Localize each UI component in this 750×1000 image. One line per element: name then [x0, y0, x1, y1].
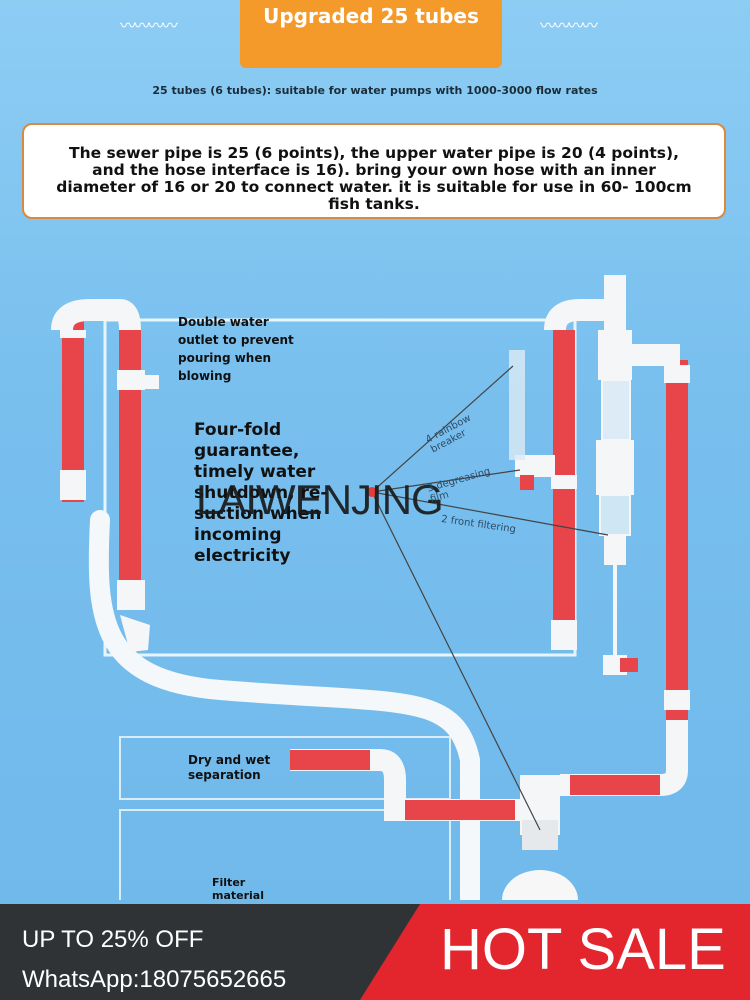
header-subtitle: 25 tubes (6 tubes): suitable for water p… [152, 84, 598, 97]
header-title: Upgraded 25 tubes [240, 0, 502, 68]
left-pipe-b [119, 330, 141, 610]
promo-footer-left [0, 904, 420, 1000]
wave-decoration-left: 〰〰〰〰 [120, 16, 178, 35]
callout-double-outlet: Double water outlet to prevent pouring w… [178, 315, 294, 383]
wave-decoration-right: 〰〰〰〰 [540, 16, 598, 35]
watermark: LAIWENJING [196, 476, 444, 523]
promo-footer: UP TO 25% OFF WhatsApp:18075652665 HOT S… [0, 904, 750, 1000]
filter-box-top [119, 736, 451, 800]
hose [88, 510, 480, 900]
hot-sale-badge: HOT SALE [440, 917, 726, 982]
leader-origin-dot [367, 487, 377, 497]
callout-guarantee: Four-fold guarantee, timely water shutdo… [194, 420, 328, 566]
product-diagram [51, 275, 690, 900]
filter-box-bottom [119, 809, 451, 900]
callout-filter-material: Filter material [212, 876, 264, 902]
promo-contact: WhatsApp:18075652665 [22, 966, 287, 993]
notice-box: The sewer pipe is 25 (6 points), the upp… [22, 123, 726, 219]
promo-discount: UP TO 25% OFF [22, 926, 204, 953]
right-pipe-b [666, 360, 688, 720]
left-pipe-a [62, 320, 84, 502]
notice-text: The sewer pipe is 25 (6 points), the upp… [56, 144, 692, 213]
callout-dry-wet: Dry and wet separation [188, 753, 271, 782]
promo-footer-right [360, 904, 750, 1000]
